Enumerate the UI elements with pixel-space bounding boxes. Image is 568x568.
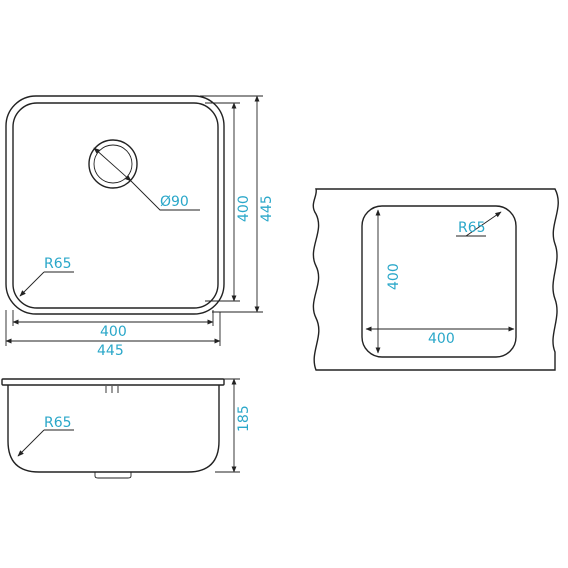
corner-radius-label: R65: [44, 256, 72, 272]
cutout-radius-label: R65: [458, 220, 486, 236]
side-radius-label: R65: [44, 415, 72, 431]
drain-leader: [130, 180, 200, 211]
outer-width-label: 445: [97, 343, 124, 359]
cutout-radius-leader: [465, 211, 502, 237]
rim-flange: [1, 378, 225, 386]
drain-outer-circle: [88, 139, 138, 189]
inner-width-label: 400: [100, 324, 127, 340]
corner-radius-leader: [19, 271, 45, 297]
countertop-outline: [312, 188, 559, 371]
sink-inner-bowl: [12, 102, 219, 309]
cutout-view: R65 400 400: [312, 188, 559, 371]
sink-outer-rim: [5, 95, 225, 315]
drain-diameter-label: Ø90: [160, 194, 189, 210]
top-view: Ø90 R65 400 445 400 445: [5, 95, 275, 359]
outer-depth-label: 445: [259, 195, 275, 222]
cutout-depth-label: 400: [386, 263, 402, 290]
bowl-profile: [7, 385, 220, 473]
height-label: 185: [236, 405, 252, 432]
side-view: R65 185: [1, 378, 252, 479]
side-radius-leader: [17, 429, 45, 457]
inner-depth-label: 400: [236, 195, 252, 222]
cutout-opening: [361, 205, 517, 358]
drain-diameter-dim-line: [93, 147, 132, 182]
drain-stub: [94, 472, 132, 479]
cutout-width-label: 400: [428, 331, 455, 347]
